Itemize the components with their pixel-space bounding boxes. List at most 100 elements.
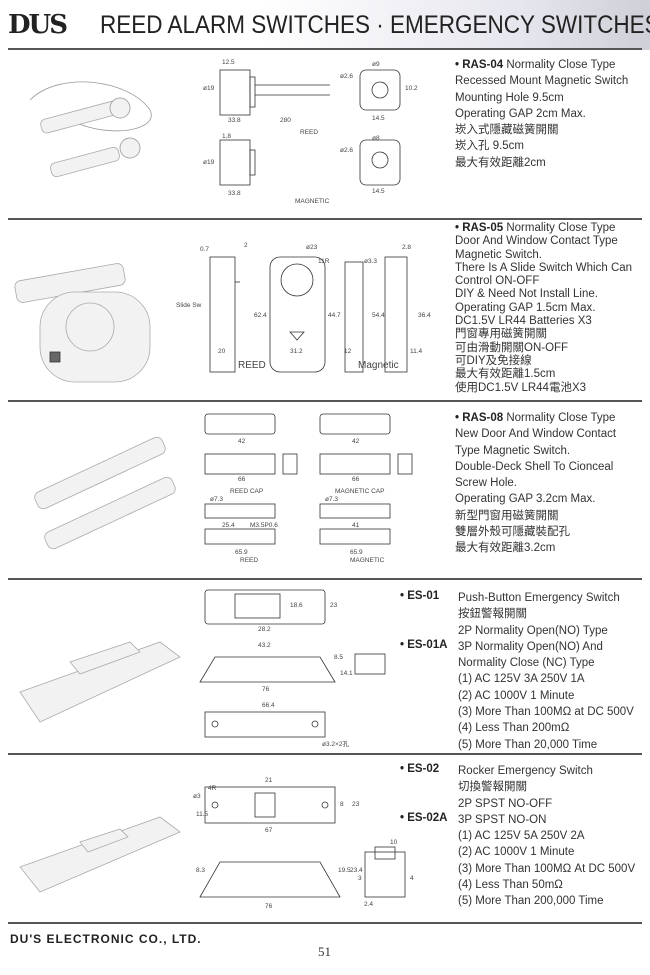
dim-label: 62.4 (254, 312, 267, 319)
desc-line: DC1.5V LR44 Batteries X3 (455, 315, 592, 328)
technical-drawing (219, 69, 401, 186)
dim-label: ø2.6 (340, 73, 354, 80)
dim-label: 8.3 (196, 867, 206, 874)
dim-label: 11.4 (410, 348, 423, 355)
desc-line: Normality Close Type (506, 412, 616, 424)
dus-logo: DUS (8, 10, 68, 40)
dim-label: ø7.3 (210, 496, 224, 503)
desc-line: (4) Less Than 200mΩ (458, 722, 570, 735)
dim-label: 0.7 (200, 246, 210, 253)
dim-label: 66 (352, 476, 360, 483)
desc-line: 崁入式隱藏磁簧開關 (455, 124, 559, 137)
dim-label: 2.4 (364, 901, 374, 908)
dim-label: 42 (238, 438, 246, 445)
dim-label: 25.4 (222, 522, 235, 529)
model-code: • RAS-04 (455, 59, 504, 71)
model-code: • RAS-08 (455, 412, 504, 424)
dim-label: 14.5 (372, 188, 385, 195)
desc-line: (1) AC 125V 5A 250V 2A (458, 830, 585, 843)
dim-label: 76 (265, 903, 273, 910)
product-photo (19, 816, 181, 893)
dim-label: 33.8 (228, 190, 241, 197)
dim-label: ø9 (372, 61, 380, 68)
dim-label: 67 (265, 827, 273, 834)
desc-line: Control ON-OFF (455, 275, 540, 288)
model-code: • ES-02 (400, 763, 440, 775)
desc-line: 可由滑動開關ON-OFF (455, 341, 569, 354)
dim-label: 54.4 (372, 312, 385, 319)
product-description: • RAS-05 Normality Close Type Door And W… (455, 222, 632, 395)
model-code: • ES-01 (400, 590, 440, 602)
dim-label: 14.1 (340, 670, 353, 677)
desc-line: 最大有效距離2cm (455, 156, 546, 169)
desc-line: 3P Normality Open(NO) And (458, 640, 603, 653)
desc-line: Push-Button Emergency Switch (458, 592, 620, 604)
desc-line: Operating GAP 3.2cm Max. (455, 493, 596, 506)
desc-line: 雙層外殼可隱藏裝配孔 (455, 526, 570, 539)
dim-label: Magnetic (358, 360, 399, 371)
dim-label: M3.5P0.6 (250, 522, 278, 529)
dim-label: 23 (352, 801, 360, 808)
desc-line: 3P SPST NO-ON (458, 813, 547, 826)
desc-line: (5) More Than 200,000 Time (458, 895, 604, 908)
product-description: • RAS-08 Normality Close Type New Door A… (455, 410, 616, 557)
dim-label: 18.6 (290, 602, 303, 609)
desc-line: Operating GAP 2cm Max. (455, 107, 586, 120)
divider (8, 753, 642, 755)
dim-label: 11.5 (196, 811, 209, 818)
technical-drawing (209, 256, 408, 373)
desc-line: 崁入孔 9.5cm (455, 140, 525, 153)
company-name: DU'S ELECTRONIC CO., LTD. (10, 932, 202, 946)
dim-label: Slide Sw (176, 302, 202, 309)
dim-label: 44.7 (328, 312, 341, 319)
dim-label: 4 (410, 875, 414, 882)
dim-label: 66 (238, 476, 246, 483)
desc-line: Double-Deck Shell To Cionceal (455, 460, 614, 473)
dim-label: REED (238, 360, 266, 371)
dim-label: MAGNETIC (350, 557, 385, 564)
dim-label: 4R (208, 785, 217, 792)
page-number: 51 (318, 944, 331, 959)
dim-label: 10 (390, 839, 398, 846)
desc-line: (3) More Than 100MΩ at DC 500V (458, 706, 634, 719)
desc-line: (1) AC 125V 3A 250V 1A (458, 673, 585, 686)
dim-label: 65.9 (350, 549, 363, 556)
product-es-02: 21 4R ø3 11.5 8 23 67 10 8.3 19.5 23.4 7… (0, 757, 650, 917)
desc-line: Screw Hole. (455, 477, 517, 490)
product-photo (34, 436, 176, 550)
desc-line: 新型門窗用磁簧開關 (455, 509, 559, 522)
desc-line: Mounting Hole 9.5cm (455, 91, 564, 104)
dim-label: REED (300, 129, 319, 136)
dim-label: MAGNETIC (295, 198, 330, 205)
desc-line: Door And Window Contact Type (455, 235, 618, 248)
page-header: DUS REED ALARM SWITCHES · EMERGENCY SWIT… (0, 0, 650, 50)
dim-label: 23 (330, 602, 338, 609)
dim-label: 43.2 (258, 642, 271, 649)
dim-label: 33.8 (228, 117, 241, 124)
desc-line: 切換警報開關 (458, 781, 527, 794)
technical-drawing (204, 413, 413, 545)
divider (8, 578, 642, 580)
product-photo (19, 641, 181, 723)
desc-line: 最大有效距離1.5cm (455, 368, 556, 381)
desc-line: 門窗專用磁簧開關 (455, 328, 547, 341)
dim-label: ø3.2×2孔 (322, 741, 349, 748)
technical-drawing (199, 589, 386, 738)
desc-line: (2) AC 1000V 1 Minute (458, 846, 575, 859)
dim-label: REED (240, 557, 259, 564)
technical-drawing (199, 786, 406, 898)
desc-line: 可DIY及免接線 (455, 354, 532, 367)
dim-label: 21 (265, 777, 273, 784)
desc-line: (4) Less Than 50mΩ (458, 879, 563, 892)
dim-label: ø7.3 (325, 496, 339, 503)
model-code: • ES-02A (400, 812, 448, 824)
dim-label: 66.4 (262, 702, 275, 709)
dim-label: ø19 (203, 159, 215, 166)
product-description: Push-Button Emergency Switch 按鈕警報開關 2P N… (458, 590, 634, 753)
dim-label: 41 (352, 522, 360, 529)
dim-label: 36.4 (418, 312, 431, 319)
desc-line: (3) More Than 100MΩ At DC 500V (458, 862, 636, 875)
dim-label: MAGNETIC CAP (335, 488, 385, 495)
dim-label: 23.4 (350, 867, 363, 874)
desc-line: Magnetic Switch. (455, 248, 542, 261)
